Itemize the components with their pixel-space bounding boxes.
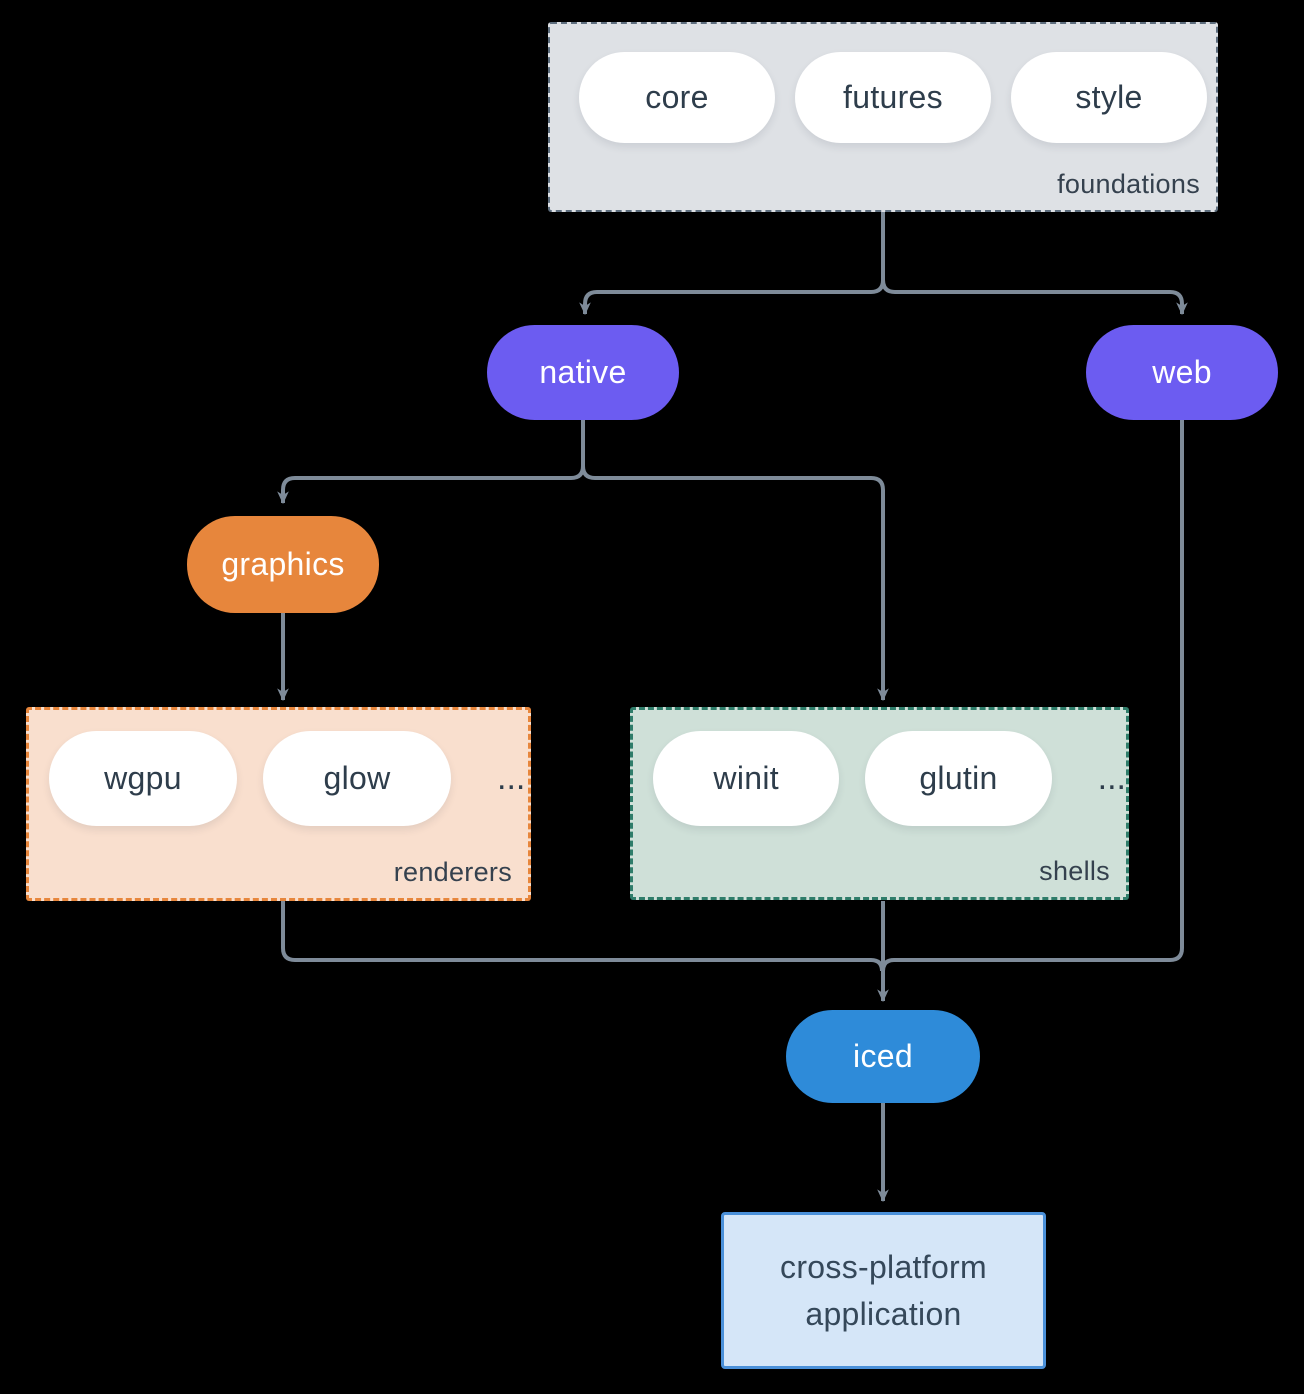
foundations-label: foundations <box>1057 169 1200 199</box>
edge-native-graphics <box>277 420 585 505</box>
node-style: style <box>1011 52 1207 143</box>
renderers-ellipsis: ... <box>497 759 526 797</box>
node-core: core <box>579 52 775 143</box>
node-glow: glow <box>263 731 451 826</box>
edge-foundations-web <box>881 212 1188 316</box>
shells-group: winit glutin ... shells <box>630 707 1129 900</box>
node-native: native <box>487 325 679 420</box>
edge-foundations-native <box>579 212 885 316</box>
renderers-label: renderers <box>393 857 512 887</box>
renderers-pill-row: wgpu glow ... <box>29 710 528 826</box>
node-graphics: graphics <box>187 516 379 613</box>
shells-pill-row: winit glutin ... <box>633 710 1126 826</box>
foundations-group: core futures style foundations <box>548 22 1218 212</box>
node-wgpu: wgpu <box>49 731 237 826</box>
foundations-pill-row: core futures style <box>550 24 1216 143</box>
node-web: web <box>1086 325 1278 420</box>
node-winit: winit <box>653 731 840 826</box>
node-cross-platform-application: cross-platform application <box>721 1212 1046 1369</box>
edge-native-shells <box>581 420 889 702</box>
shells-ellipsis: ... <box>1097 759 1126 797</box>
node-glutin: glutin <box>865 731 1052 826</box>
renderers-group: wgpu glow ... renderers <box>26 707 531 901</box>
node-iced: iced <box>786 1010 980 1103</box>
node-futures: futures <box>795 52 991 143</box>
edge-renderers-merge <box>281 901 884 972</box>
shells-label: shells <box>1039 856 1110 886</box>
